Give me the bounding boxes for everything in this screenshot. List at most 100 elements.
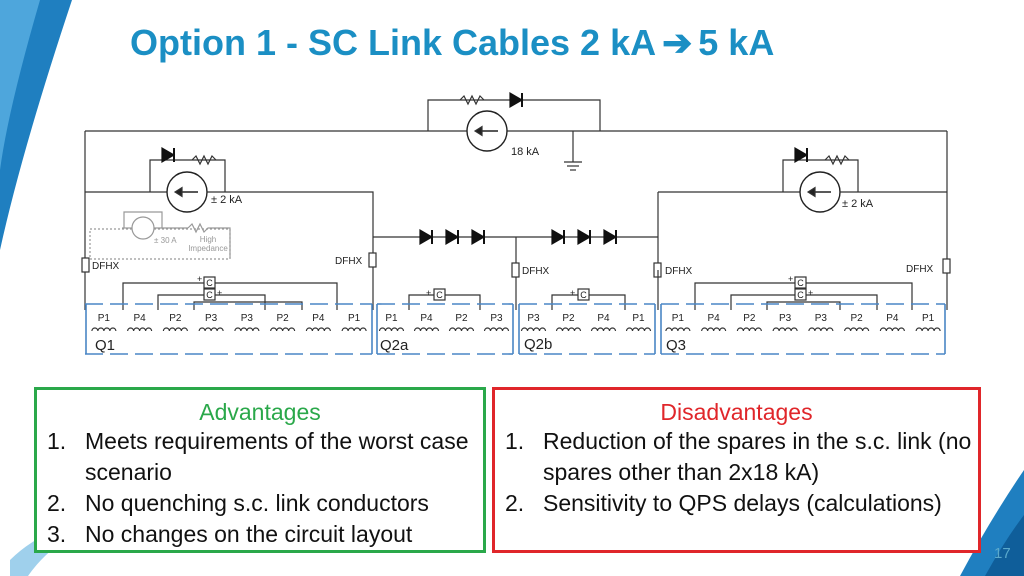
plus-sign: +: [217, 288, 222, 298]
list-item: 3.No changes on the circuit layout: [37, 519, 483, 550]
plus-sign: +: [808, 288, 813, 298]
coil-icon: [772, 327, 798, 332]
q3-wire: [694, 282, 795, 310]
q1-port-label: P3: [205, 313, 218, 324]
dfhx-label: DFHX: [92, 261, 120, 272]
list-item: 2.No quenching s.c. link conductors: [37, 488, 483, 519]
q2b-wire: [589, 294, 626, 310]
source-arrow-head: [473, 125, 483, 137]
coil-icon: [341, 327, 367, 332]
right-source-loop: [782, 159, 859, 192]
item-text: No changes on the circuit layout: [85, 521, 413, 547]
q1-port-label: P4: [134, 313, 147, 324]
dfhx-label: DFHX: [906, 264, 934, 275]
q2a-port-label: P1: [385, 313, 398, 324]
q1-wire: [215, 282, 338, 310]
q1-port-label: P4: [312, 313, 325, 324]
high-impedance-resistor-icon: [187, 222, 231, 258]
q3-port-label: P2: [851, 313, 864, 324]
main-diode-icon: [509, 91, 524, 109]
high-impedance-label: Impedance: [188, 244, 228, 253]
diode-icon: [577, 228, 592, 246]
small-source-loop: [123, 211, 163, 228]
main-source-label: 18 kA: [511, 146, 540, 158]
dfhx-label: DFHX: [335, 256, 363, 267]
q1-port-label: P2: [277, 313, 290, 324]
left-swoosh-light: [0, 0, 40, 170]
diode-triangle: [551, 228, 566, 246]
small-source-icon: [131, 216, 155, 240]
q3-wire: [806, 294, 878, 310]
coil-icon: [701, 327, 727, 332]
diode-triangle: [161, 146, 176, 164]
coil-icon: [91, 327, 117, 332]
q3-port-label: P1: [922, 313, 935, 324]
q1-wire: [215, 294, 266, 310]
quadrant-label-q3: Q3: [666, 337, 686, 354]
source-arrow-head: [173, 186, 183, 198]
diode-triangle: [445, 228, 460, 246]
coil-icon: [879, 327, 905, 332]
q2a-wire: [445, 294, 481, 310]
q3-wire: [806, 282, 913, 310]
source-arrow-head: [806, 186, 816, 198]
q3-port-label: P1: [672, 313, 685, 324]
item-text: Meets requirements of the worst case sce…: [85, 428, 469, 485]
q2a-port-label: P4: [420, 313, 433, 324]
dfhx-box-icon: [368, 252, 377, 268]
right-current-source-icon: [799, 171, 841, 213]
high-impedance-label: High: [200, 235, 216, 244]
q3-port-label: P4: [886, 313, 899, 324]
dfhx-box-icon: [942, 258, 951, 274]
right-diode-icon: [794, 146, 809, 164]
coil-icon: [625, 327, 652, 332]
main-resistor-icon: [459, 94, 485, 106]
diode-icon: [445, 228, 460, 246]
q1-port-label: P3: [241, 313, 254, 324]
coil-icon: [270, 327, 296, 332]
q2b-wire: [551, 294, 578, 310]
disadvantages-box: Disadvantages 1.Reduction of the spares …: [492, 387, 981, 553]
q1-port-label: P2: [169, 313, 182, 324]
q2b-port-label: P4: [597, 313, 610, 324]
quadrant-label-q1: Q1: [95, 337, 115, 354]
main-current-source-icon: [466, 110, 508, 152]
page-number: 17: [994, 545, 1011, 562]
list-item: 1.Reduction of the spares in the s.c. li…: [495, 426, 978, 488]
q1-wire: [122, 282, 204, 310]
capacitor-label: C: [797, 290, 804, 300]
diode-triangle: [419, 228, 434, 246]
diode-triangle: [794, 146, 809, 164]
left-resistor-icon: [191, 154, 217, 166]
coil-icon: [234, 327, 260, 332]
diode-triangle: [471, 228, 486, 246]
right-resistor-icon: [824, 154, 850, 166]
plus-sign: +: [788, 274, 793, 284]
coil-icon: [555, 327, 582, 332]
q3-port-label: P4: [708, 313, 721, 324]
item-text: No quenching s.c. link conductors: [85, 490, 429, 516]
capacitor-label: C: [580, 290, 587, 300]
q3-port-label: P2: [743, 313, 756, 324]
disadvantages-list: 1.Reduction of the spares in the s.c. li…: [495, 426, 978, 519]
q3-port-label: P3: [779, 313, 792, 324]
circuit-wires: [81, 91, 951, 332]
coil-icon: [198, 327, 224, 332]
diode-icon: [419, 228, 434, 246]
advantages-box: Advantages 1.Meets requirements of the w…: [34, 387, 486, 553]
coil-icon: [590, 327, 617, 332]
coil-icon: [844, 327, 870, 332]
left-source-label: ± 2 kA: [211, 194, 243, 206]
advantages-list: 1.Meets requirements of the worst case s…: [37, 426, 483, 550]
q2b-port-label: P3: [527, 313, 540, 324]
coil-icon: [305, 327, 331, 332]
coil-icon: [915, 327, 941, 332]
dfhx-label: DFHX: [665, 266, 693, 277]
plus-sign: +: [197, 274, 202, 284]
disadvantages-heading: Disadvantages: [660, 399, 813, 425]
title-text: Option 1 - SC Link Cables 2 kA: [130, 22, 657, 63]
bottom-right-corner-dark: [985, 515, 1024, 576]
q1-port-label: P1: [348, 313, 361, 324]
left-source-wire: [207, 191, 374, 255]
